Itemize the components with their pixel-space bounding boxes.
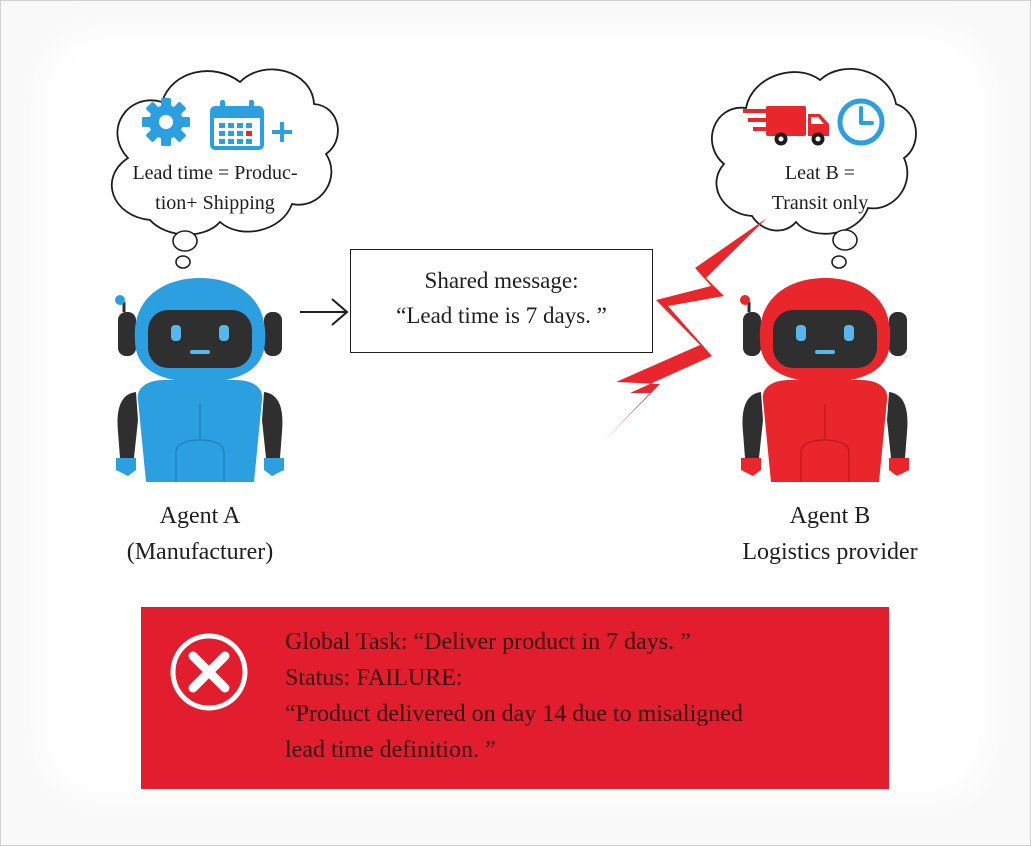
- agent-a-label: Agent A (Manufacturer): [95, 498, 305, 570]
- agent-b-role: Logistics provider: [742, 539, 918, 565]
- thought-a-line-2: tion+ Shipping: [155, 192, 275, 214]
- calendar-icon: [210, 100, 264, 150]
- thought-b-line-2: Transit only: [771, 192, 869, 214]
- agent-b-name: Agent B: [789, 503, 871, 529]
- shared-message-box: Shared message: “Lead time is 7 days. ”: [350, 249, 653, 353]
- plus-icon: [272, 122, 292, 142]
- clock-icon: [837, 98, 885, 146]
- agent-a-role: (Manufacturer): [126, 539, 274, 565]
- thought-a-line-1: Lead time = Produc-: [132, 162, 298, 184]
- robot-agent-b: [740, 278, 909, 482]
- agent-b-label: Agent B Logistics provider: [720, 498, 940, 570]
- x-circle-icon: [170, 633, 248, 711]
- failure-reason-line-1: “Product delivered on day 14 due to misa…: [285, 701, 743, 727]
- message-arrow: [300, 298, 349, 326]
- thought-b-line-1: Leat B =: [784, 162, 856, 184]
- failure-reason-line-2: lead time definition. ”: [285, 737, 496, 763]
- gear-icon: [142, 98, 190, 146]
- shared-message-heading: Shared message:: [424, 268, 579, 293]
- global-task-line: Global Task: “Deliver product in 7 days.…: [285, 629, 691, 655]
- shared-message-text: “Lead time is 7 days. ”: [396, 303, 607, 328]
- robot-agent-a: [115, 278, 284, 482]
- delivery-truck-icon: [743, 106, 829, 146]
- thought-a-text: Lead time = Produc- tion+ Shipping: [100, 158, 330, 218]
- agent-a-name: Agent A: [159, 503, 241, 529]
- status-line: Status: FAILURE:: [285, 665, 463, 691]
- failure-text: Global Task: “Deliver product in 7 days.…: [285, 624, 875, 768]
- thought-b-text: Leat B = Transit only: [735, 158, 905, 218]
- failure-banner: Global Task: “Deliver product in 7 days.…: [141, 607, 889, 789]
